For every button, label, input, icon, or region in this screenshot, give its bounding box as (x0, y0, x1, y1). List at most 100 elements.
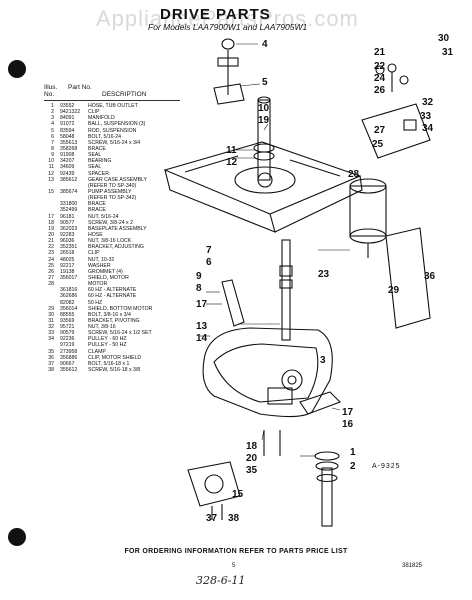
callout-number: 12 (226, 157, 238, 168)
callout-number: 27 (374, 125, 386, 136)
callout-number: 17 (196, 299, 208, 310)
callout-number: 10 (258, 103, 270, 114)
cell-description: SPACER (88, 170, 109, 177)
cell-part-no: 93569 (60, 317, 75, 324)
callout-number: 13 (196, 321, 208, 332)
cell-illus-no: 31 (48, 317, 54, 324)
cell-part-no: 356886 (60, 354, 78, 361)
cell-illus-no: 6 (51, 133, 54, 140)
cell-description: BOLT, 5/16-24 (88, 133, 122, 140)
cell-description: BALL, SUSPENSION (3) (88, 121, 146, 128)
page-subtitle: For Models LAA7900W1 and LAA7905W1 (148, 22, 308, 32)
callout-number: 30 (438, 33, 450, 44)
callout-number: 20 (246, 453, 258, 464)
cell-part-no: 19138 (60, 268, 75, 275)
cell-description: CLIP (88, 250, 100, 257)
cell-part-no: 331800 (60, 201, 78, 208)
cell-description: NUT, 3/8-16 (88, 324, 116, 331)
cell-description: MANIFOLD (88, 115, 115, 122)
cell-illus-no: 22 (48, 244, 54, 251)
callout-number: 1 (350, 447, 356, 458)
cell-illus-no: 5 (51, 127, 54, 134)
cell-illus-no: 25 (48, 262, 54, 269)
cell-part-no: 352351 (60, 244, 78, 251)
cell-illus-no: 32 (48, 324, 54, 331)
cell-illus-no: 27 (48, 274, 54, 281)
cell-description: BRACE (88, 207, 106, 214)
header-rule (44, 100, 180, 101)
cell-part-no: 358268 (60, 145, 78, 152)
callout-number: 32 (422, 97, 434, 108)
cell-part-no: 34609 (60, 164, 75, 171)
cell-illus-no: 2 (51, 109, 54, 116)
cell-description: GROMMET (4) (88, 268, 123, 275)
cell-description: NUT, 10-32 (88, 256, 115, 263)
callout-number: 25 (372, 139, 384, 150)
callout-number: 15 (232, 489, 244, 500)
cell-part-no: 90667 (60, 360, 75, 367)
cell-illus-no: 1 (51, 103, 54, 109)
cell-description: GEAR CASE ASSEMBLY (88, 176, 148, 183)
binder-hole-top (8, 60, 26, 78)
callout-number: 6 (206, 257, 212, 268)
cell-description: 50 HZ (88, 299, 103, 306)
parts-table-row: 24 48025 NUT, 10-32 (44, 257, 194, 263)
callout-number: 28 (348, 169, 360, 180)
callout-number: 35 (246, 465, 258, 476)
callout-number: 18 (246, 441, 258, 452)
pump-drawing (187, 461, 241, 507)
cell-part-no: 92236 (60, 336, 75, 343)
cell-part-no: 88555 (60, 311, 75, 318)
cell-description: NUT, 5/16-24 (88, 213, 119, 220)
cell-illus-no: 21 (48, 238, 54, 245)
cell-illus-no: 36 (48, 354, 54, 361)
cell-description: (REFER TO SP-340) (88, 182, 137, 189)
document-number: 381825 (402, 563, 423, 569)
watermark: AppliancePartsPros.com (96, 6, 359, 31)
cell-description: SHIELD, BOTTOM MOTOR (88, 305, 153, 312)
callout-number: 5 (262, 77, 268, 88)
center-post-drawing (257, 99, 271, 181)
callout-number: 34 (422, 123, 434, 134)
callout-number: 26 (374, 85, 386, 96)
cell-description: WASHER (88, 262, 111, 269)
header-part-no: Part No. (68, 84, 92, 91)
cell-description: BEARING (88, 158, 112, 165)
callout-number: 31 (442, 47, 454, 58)
callout-number: 37 (206, 513, 218, 524)
cell-illus-no: 18 (48, 219, 54, 226)
cell-part-no: 84091 (60, 115, 75, 122)
cell-part-no: 356014 (60, 305, 78, 312)
cell-illus-no: 12 (48, 170, 54, 177)
callout-number: 2 (350, 461, 356, 472)
cell-description: PULLEY - 50 HZ (88, 342, 127, 349)
cell-part-no: 48025 (60, 256, 75, 263)
cell-description: SCREW, 3/8-24 x 2 (88, 219, 133, 226)
cell-illus-no: 24 (48, 256, 54, 263)
cell-illus-no: 30 (48, 311, 54, 318)
cell-description: CLIP (88, 109, 100, 116)
